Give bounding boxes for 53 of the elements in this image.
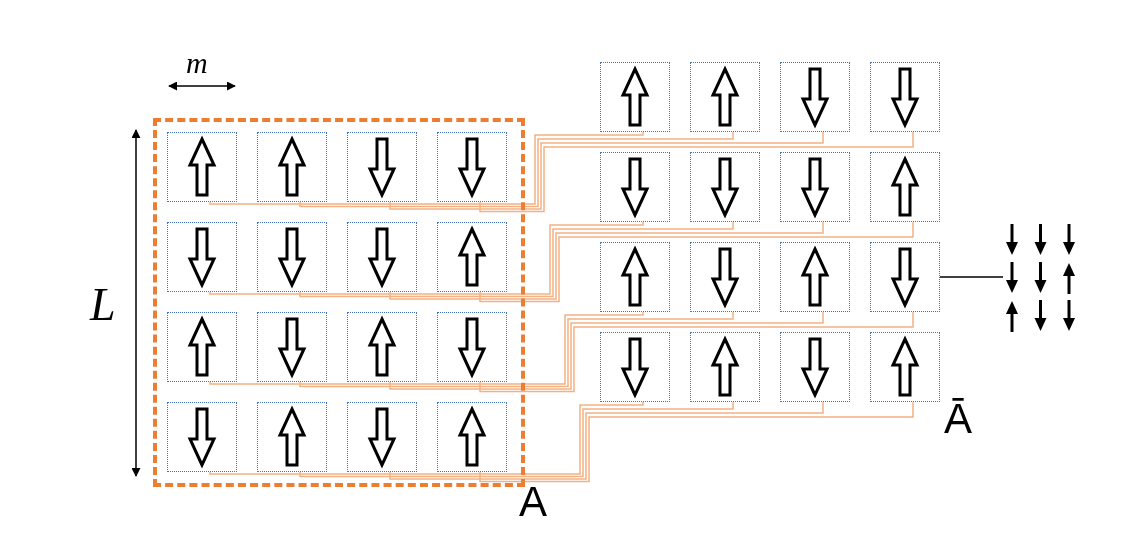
spin-cell (780, 332, 850, 402)
connector-line (479, 221, 914, 303)
spin-cell (167, 222, 237, 292)
connector-line (389, 401, 824, 480)
connector-line (479, 131, 914, 213)
connector-line (299, 311, 734, 388)
spin-cell (167, 402, 237, 472)
spin-cell (347, 312, 417, 382)
spin-cell (347, 402, 417, 472)
spin-cell (600, 332, 670, 402)
connector-line (299, 221, 734, 298)
connector-line (209, 401, 644, 475)
connector-line (479, 311, 914, 393)
connector-line (479, 401, 914, 483)
spin-cell (780, 242, 850, 312)
spin-cell (347, 132, 417, 202)
spin-cell (437, 222, 507, 292)
connector-line (389, 311, 824, 390)
connector-line (209, 311, 644, 385)
spin-cell (167, 312, 237, 382)
spin-cell (870, 242, 940, 312)
connector-line (209, 221, 644, 295)
spin-cell (690, 332, 760, 402)
spin-cell (257, 222, 327, 292)
spin-cell (780, 62, 850, 132)
spin-cell (780, 152, 850, 222)
connector-line (389, 221, 824, 300)
spin-cell (870, 332, 940, 402)
connector-line (299, 131, 734, 208)
spin-cell (257, 312, 327, 382)
spin-cell (600, 242, 670, 312)
spin-cell (437, 132, 507, 202)
connector-line (389, 131, 824, 210)
spin-cell (347, 222, 417, 292)
spin-cell (167, 132, 237, 202)
dimension-label: L (90, 282, 116, 328)
spin-cell (437, 312, 507, 382)
connector-line (209, 131, 644, 205)
spin-cell (690, 242, 760, 312)
connector-line (299, 401, 734, 478)
spin-cell (690, 152, 760, 222)
spin-cell (600, 62, 670, 132)
dimension-label: m (186, 48, 208, 78)
region-label: Ā (944, 398, 972, 440)
spin-cell (257, 402, 327, 472)
connector-line (939, 276, 1004, 278)
spin-cell (257, 132, 327, 202)
spin-cell (870, 62, 940, 132)
spin-cell (600, 152, 670, 222)
spin-cell (437, 402, 507, 472)
spin-cell (870, 152, 940, 222)
region-label: A (519, 481, 547, 523)
spin-cell (690, 62, 760, 132)
